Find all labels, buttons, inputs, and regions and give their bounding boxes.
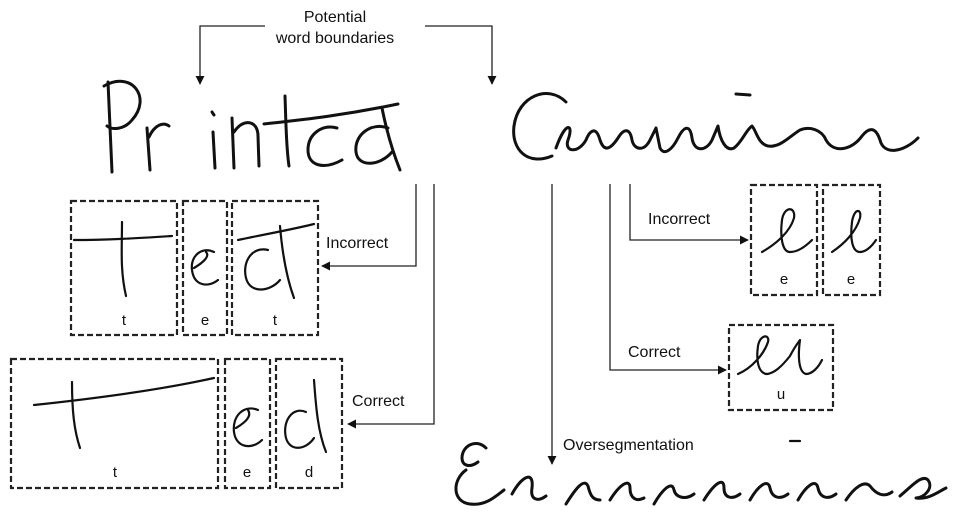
segment-box-printed-incorrect-2: e — [181, 199, 229, 337]
segment-box-cursive-incorrect-2: e — [821, 183, 882, 297]
handwritten-word-cursive-oversegmented — [454, 442, 948, 506]
segment-letter: e — [201, 312, 209, 329]
segment-box-cursive-correct-1: u — [727, 323, 835, 412]
handwritten-word-printed — [102, 79, 402, 174]
segment-box-cursive-incorrect-1: e — [749, 183, 819, 297]
segment-letter: t — [273, 312, 278, 329]
segment-letter: t — [122, 312, 127, 329]
segment-box-printed-correct-1: t — [9, 357, 220, 490]
label-incorrect-cursive: Incorrect — [648, 211, 711, 228]
handwritten-word-cursive — [512, 92, 920, 161]
arrow-incorrect-cursive — [629, 184, 749, 245]
segment-letter: t — [113, 464, 118, 481]
segment-box-printed-incorrect-3: t — [230, 199, 320, 337]
arrow-incorrect-printed — [321, 184, 417, 271]
boundary-arrow-right — [425, 25, 497, 85]
label-oversegmentation: Oversegmentation — [563, 437, 694, 454]
header-line-1: Potential — [304, 9, 366, 26]
segment-letter: d — [305, 464, 313, 481]
boundary-arrow-left — [195, 25, 265, 85]
label-correct-printed: Correct — [352, 393, 405, 410]
segment-letter: e — [847, 271, 855, 288]
segment-box-printed-incorrect-1: t — [69, 199, 179, 337]
arrow-correct-printed — [347, 184, 435, 429]
label-incorrect-printed: Incorrect — [326, 235, 389, 252]
label-correct-cursive: Correct — [628, 344, 681, 361]
segment-letter: e — [780, 271, 788, 288]
segment-box-printed-correct-3: d — [274, 357, 344, 490]
arrow-correct-cursive — [609, 184, 727, 375]
segment-box-printed-correct-2: e — [223, 357, 272, 490]
segment-letter: u — [777, 386, 785, 403]
segment-letter: e — [243, 464, 251, 481]
header-line-2: word boundaries — [275, 30, 394, 47]
